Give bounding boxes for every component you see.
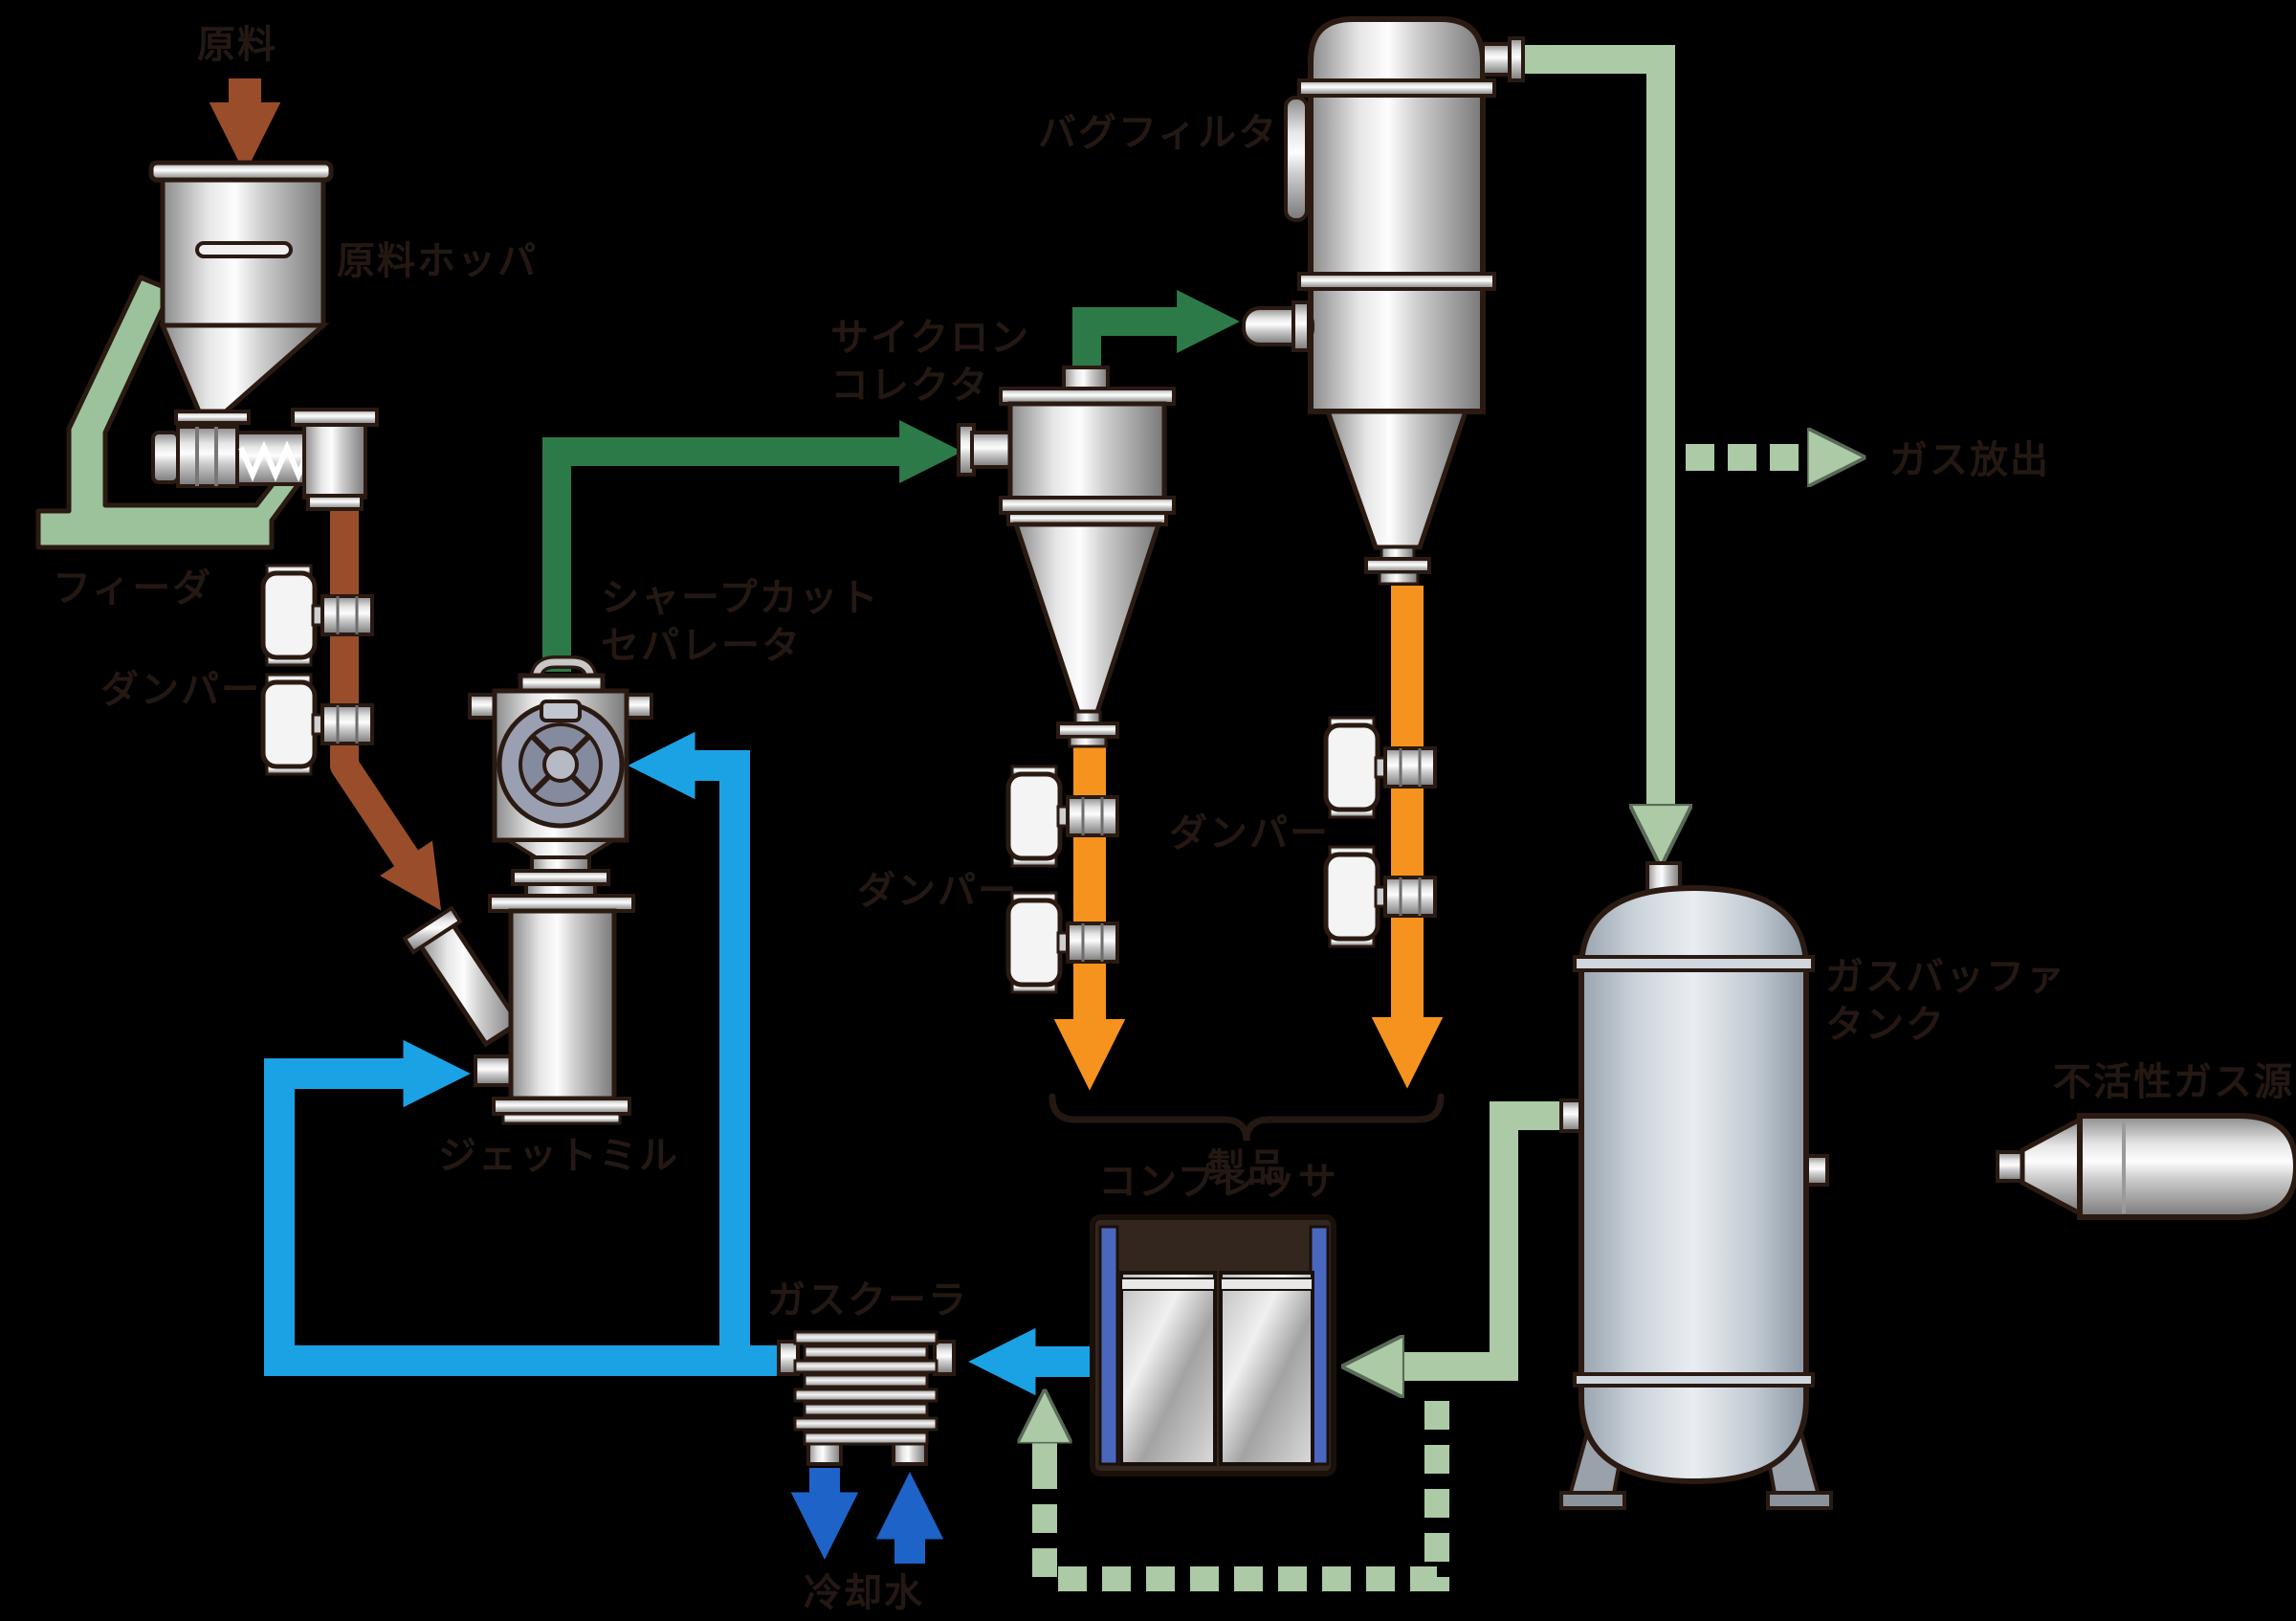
pipe-bagfilter-to-buffer-tank [1513, 45, 1661, 813]
mill-inlet-flange [402, 905, 463, 955]
label-buffer-tank-line2: タンク [1825, 1004, 1946, 1046]
inert-gas-cylinder [1996, 1113, 2296, 1220]
gas-cooler [777, 1330, 956, 1466]
pipe-separator-to-cyclone [542, 419, 963, 672]
pipe-feeder-to-jet-mill [330, 480, 442, 911]
sight-glass-icon [195, 241, 293, 258]
screw-icon [238, 440, 313, 482]
raw-material-hopper [148, 160, 334, 442]
pipe-cooler-to-jet-mill [264, 1039, 786, 1376]
label-buffer-tank: ガスバッファ タンク [1825, 953, 2066, 1049]
label-product: 製品 [1207, 1147, 1288, 1189]
product-brace-icon [1049, 1093, 1445, 1142]
label-damper-bagfilter: ダンパー [1169, 812, 1330, 855]
label-damper-feed: ダンパー [100, 669, 261, 711]
label-inert-gas-source: 不活性ガス源 [2053, 1061, 2294, 1103]
label-jet-mill: ジェットミル [438, 1135, 679, 1177]
label-separator: シャープカット セパレータ [601, 574, 880, 670]
sharp-cut-separator [468, 655, 653, 913]
product-discharge-arrows [1053, 586, 1444, 1091]
makeup-gas-dashed-line [1032, 1401, 1449, 1591]
cyclone-collector [957, 366, 1176, 748]
jet-mill [402, 905, 631, 1125]
inert-gas-lines [1032, 45, 1816, 1591]
label-gas-cooler: ガスクーラ [767, 1279, 968, 1321]
label-separator-line1: シャープカット [601, 577, 880, 619]
manhole-icon [1284, 96, 1309, 222]
pipe-cyclone-to-bagfilter [1072, 289, 1241, 375]
feeder [151, 408, 379, 511]
label-compressor: コンプレッサ [1098, 1161, 1338, 1203]
cooling-water-arrows [790, 1468, 944, 1564]
label-buffer-tank-line1: ガスバッファ [1825, 956, 2066, 998]
label-bag-filter: バグフィルタ [1038, 112, 1279, 154]
label-cyclone: サイクロン コレクタ [830, 314, 1030, 410]
label-raw-material: 原料 [197, 24, 277, 66]
recirculation-gas-lines [264, 731, 1100, 1396]
label-cyclone-line1: サイクロン [830, 317, 1031, 359]
label-separator-line2: セパレータ [601, 625, 802, 667]
process-gas-lines [542, 289, 1241, 672]
bag-filter [1242, 16, 1525, 586]
compressor [1090, 1214, 1336, 1477]
label-cooling-water: 冷却水 [804, 1572, 924, 1614]
label-damper-cyclone: ダンパー [857, 870, 1018, 912]
gas-buffer-tank [1559, 861, 1833, 1510]
feeder-stand [35, 275, 301, 550]
label-cyclone-line2: コレクタ [830, 365, 990, 407]
pipe-cooler-to-separator [628, 731, 750, 1363]
label-hopper: 原料ホッパ [337, 240, 538, 282]
pipe-buffer-tank-to-compressor [1395, 1101, 1571, 1366]
label-feeder: フィーダ [53, 567, 213, 610]
label-gas-release: ガス放出 [1889, 439, 2050, 481]
